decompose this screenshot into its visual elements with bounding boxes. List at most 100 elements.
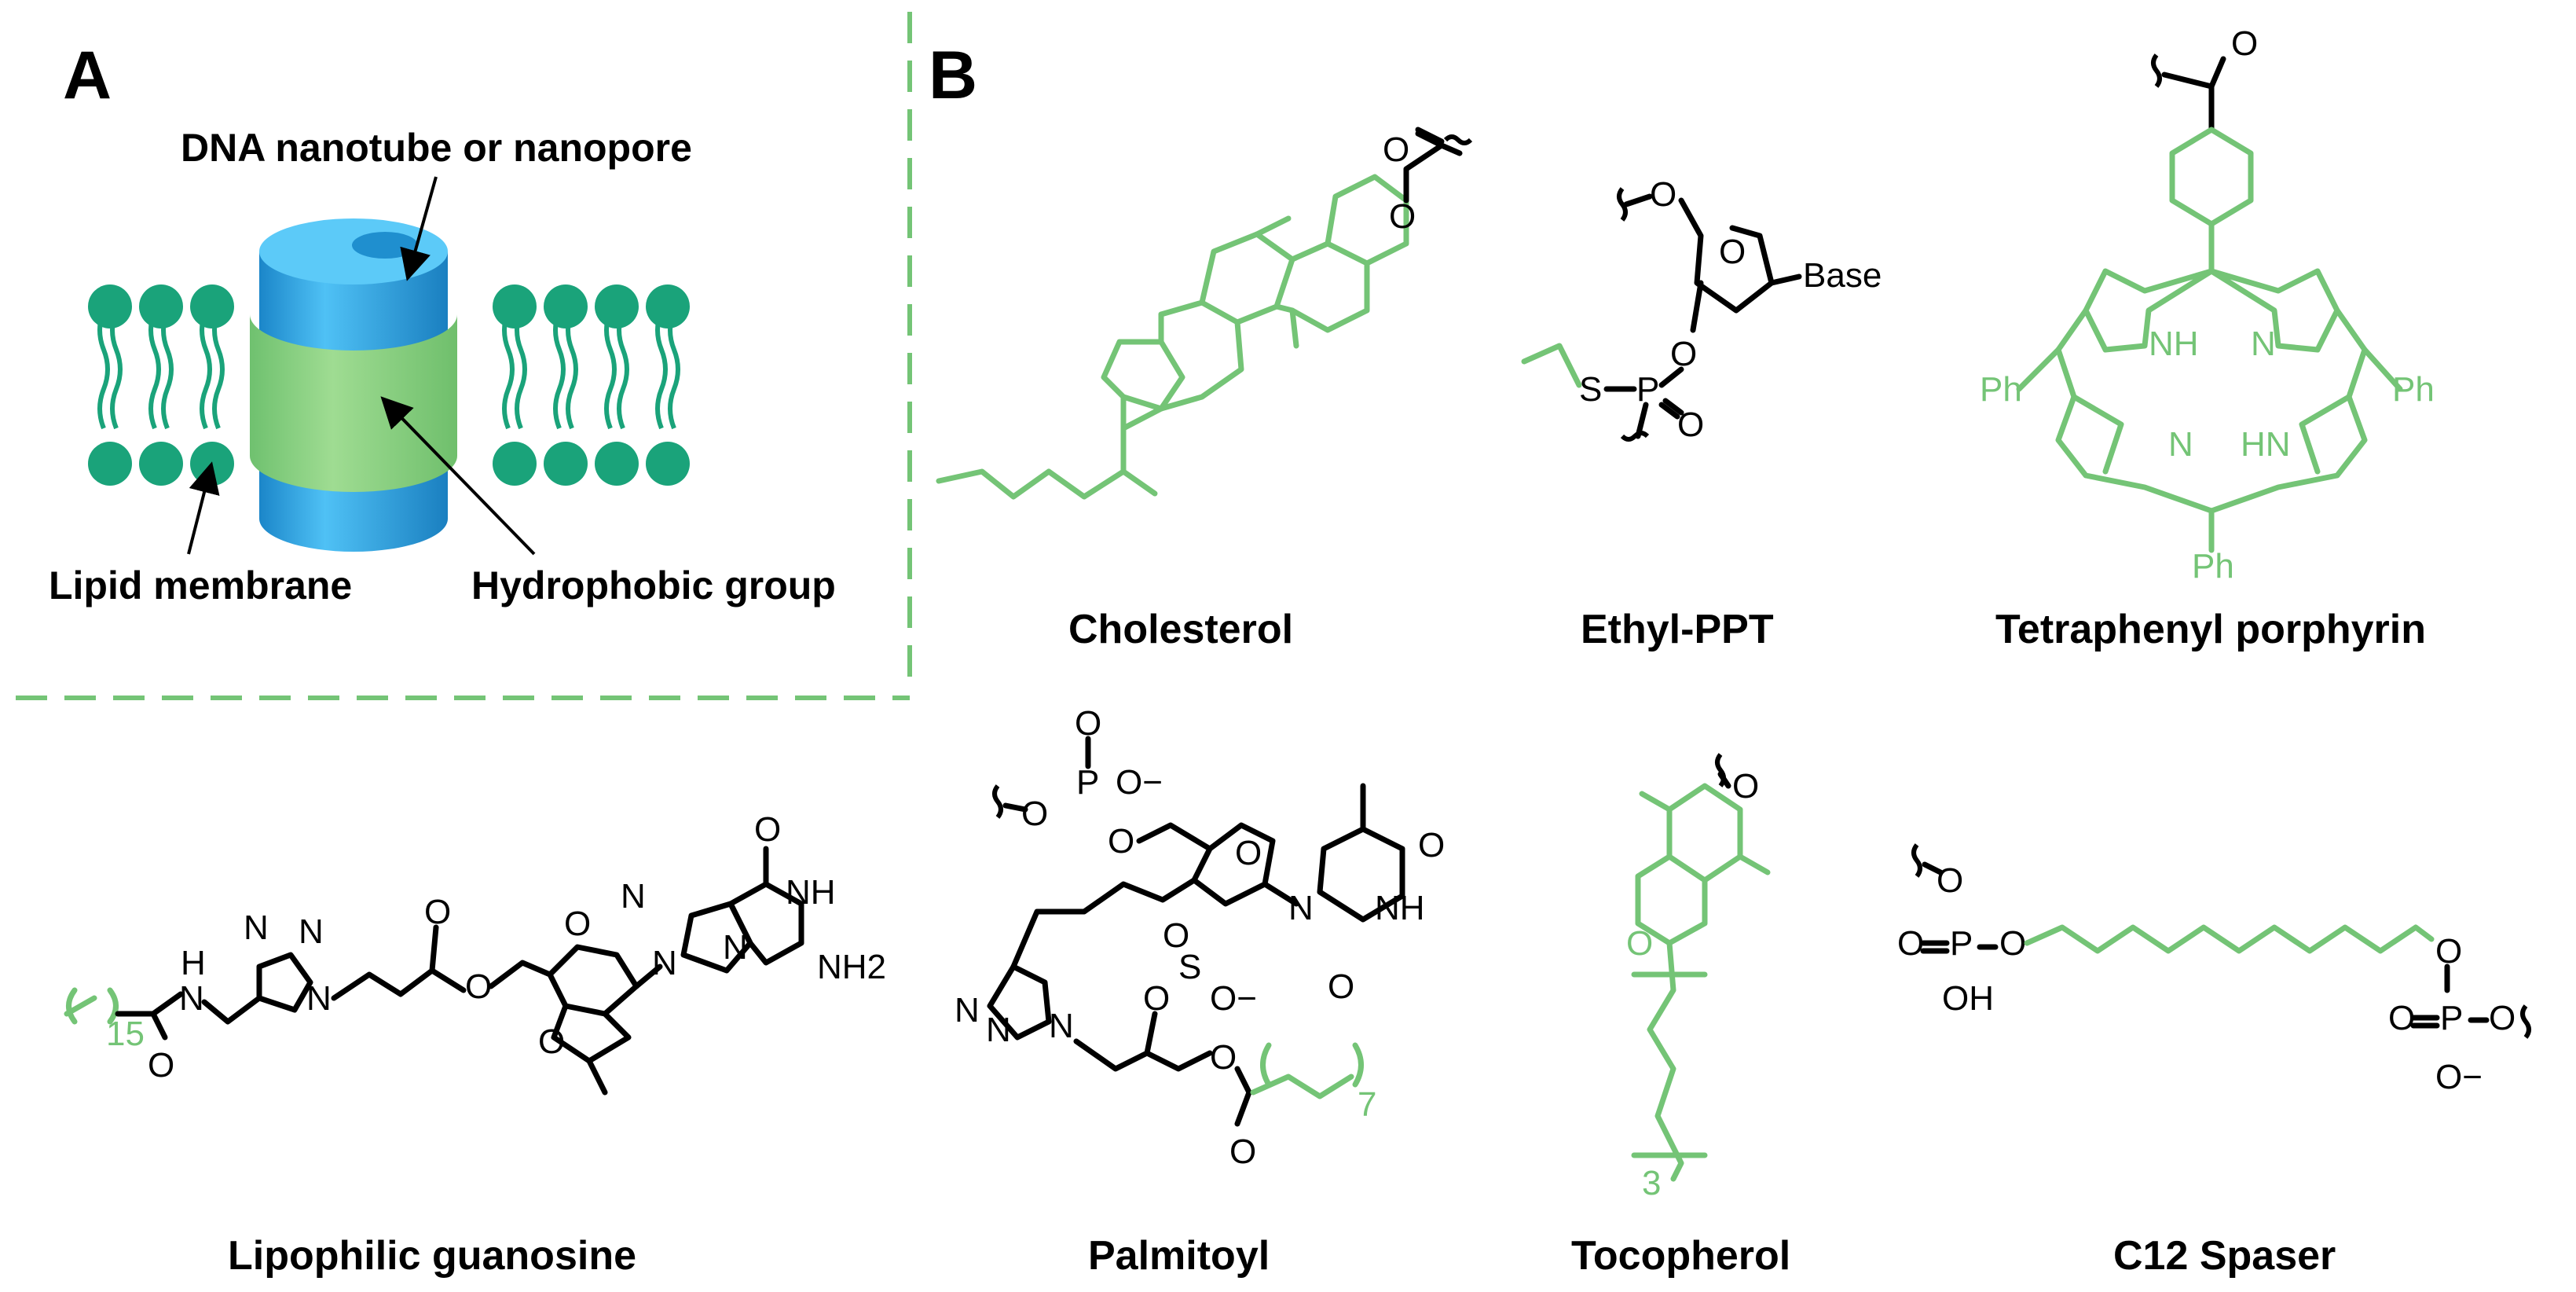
lipid-molecule — [493, 284, 537, 486]
label-hydrophobic-group: Hydrophobic group — [471, 563, 836, 607]
caption-cholesterol: Cholesterol — [1068, 607, 1293, 652]
atom-N: N — [1049, 1007, 1074, 1045]
caption-tocopherol: Tocopherol — [1571, 1233, 1790, 1279]
atom-Ph: Ph — [1980, 370, 2022, 409]
atom-Ph: Ph — [2392, 370, 2435, 409]
atom-N: N — [306, 979, 332, 1018]
molecule-tocopherol: O O 3 Tocopherol — [1571, 753, 1790, 1279]
atom-O: O — [2435, 932, 2462, 971]
atom-NH: NH — [2149, 325, 2199, 363]
arrow-nanotube — [400, 176, 438, 281]
atom-N: N — [244, 908, 269, 947]
lipid-head — [88, 284, 132, 329]
atom-HN: HN — [2241, 425, 2291, 464]
atom-NH: NH — [1375, 889, 1425, 927]
molecule-tetraphenyl-porphyrin: O NH N N HN Ph Ph Ph Tetraphenyl porphyr… — [1980, 24, 2435, 652]
atom-O: O — [1732, 767, 1759, 806]
atom-O: O — [1383, 130, 1409, 169]
caption-c12-spaser: C12 Spaser — [2113, 1233, 2336, 1279]
atom-N: N — [2251, 325, 2276, 363]
molecule-ethyl-ppt: O O Base O S P O Ethyl-PPT — [1521, 175, 1882, 652]
atom-O: O — [2489, 999, 2516, 1037]
atom-N: N — [723, 928, 748, 967]
molecule-lipophilic-guanosine: 15 O H N N N N O O O O N O N N — [64, 810, 886, 1279]
atom-O: O — [754, 810, 781, 849]
lipid-head — [139, 442, 183, 486]
lipid-membrane — [88, 284, 690, 486]
label-nanotube: DNA nanotube or nanopore — [181, 126, 692, 170]
arrow-hydrophobic — [380, 396, 536, 556]
atom-H: H — [181, 944, 206, 982]
caption-lipophilic-guanosine: Lipophilic guanosine — [228, 1233, 636, 1279]
atom-O: O — [1229, 1132, 1256, 1171]
atom-O: O — [1021, 795, 1048, 833]
lipid-head — [595, 284, 639, 329]
molecule-c12-spaser: O O P O OH O O P O O− C12 Spaser — [1897, 843, 2531, 1279]
atom-Ph: Ph — [2192, 547, 2234, 585]
lipid-head — [646, 284, 690, 329]
atom-O: O — [1999, 924, 2026, 963]
panel-a: A DNA nanotube or nanopore Lipid membran… — [16, 12, 912, 700]
lipid-head — [139, 284, 183, 329]
lipid-head — [544, 284, 588, 329]
atom-NH: NH — [786, 873, 836, 912]
atom-OH: OH — [1942, 979, 1994, 1018]
panel-letter-a: A — [63, 38, 112, 113]
atom-S: S — [1579, 370, 1602, 409]
caption-palmitoyl: Palmitoyl — [1088, 1233, 1270, 1279]
atom-N: N — [955, 991, 980, 1030]
atom-O: O — [1108, 822, 1134, 861]
atom-base: Base — [1803, 256, 1882, 295]
atom-O: O — [424, 893, 451, 931]
lipid-molecule — [595, 284, 639, 486]
dna-nanotube — [250, 218, 457, 552]
atom-N: N — [986, 1011, 1011, 1049]
atom-O: O — [1897, 924, 1924, 963]
panel-b: B O O Cholesterol O — [64, 24, 2531, 1279]
lipid-head — [595, 442, 639, 486]
caption-tetraphenyl-porphyrin: Tetraphenyl porphyrin — [1995, 607, 2426, 652]
atom-O: O — [1328, 967, 1354, 1006]
atom-O: O — [1418, 826, 1445, 864]
atom-15: 15 — [106, 1015, 145, 1053]
atom-O: O — [2231, 24, 2258, 63]
atom-O: O — [538, 1022, 565, 1061]
atom-O-minus: O− — [1210, 979, 1257, 1018]
lipid-molecule — [190, 284, 234, 486]
atom-O: O — [1143, 979, 1170, 1018]
arrow-membrane — [187, 461, 220, 555]
atom-N: N — [1288, 889, 1314, 927]
atom-O: O — [1670, 335, 1697, 373]
atom-S: S — [1178, 948, 1201, 986]
atom-O: O — [1075, 704, 1101, 743]
lipid-head — [190, 442, 234, 486]
atom-7: 7 — [1358, 1085, 1376, 1124]
atom-O: O — [465, 967, 492, 1006]
atom-N: N — [621, 877, 646, 916]
atom-3: 3 — [1642, 1164, 1661, 1202]
atom-N: N — [652, 944, 677, 982]
atom-O: O — [1626, 924, 1653, 963]
lipid-molecule — [88, 284, 132, 486]
lipid-head — [190, 284, 234, 329]
atom-P: P — [1636, 370, 1659, 409]
molecule-cholesterol: O O Cholesterol — [936, 127, 1473, 652]
atom-O: O — [148, 1046, 174, 1085]
atom-O: O — [1677, 406, 1704, 444]
lipid-molecule — [544, 284, 588, 486]
caption-ethyl-ppt: Ethyl-PPT — [1581, 607, 1774, 652]
molecule-palmitoyl: O P O O− O O N O NH O N N N O S O− O — [955, 704, 1445, 1279]
atom-O: O — [2388, 999, 2415, 1037]
atom-O: O — [1389, 197, 1416, 236]
panel-letter-b: B — [929, 38, 977, 113]
atom-N: N — [179, 979, 204, 1018]
label-lipid-membrane: Lipid membrane — [49, 563, 352, 607]
atom-O: O — [1650, 175, 1676, 214]
atom-O: O — [564, 905, 591, 943]
lipid-head — [493, 442, 537, 486]
lipid-head — [88, 442, 132, 486]
atom-P: P — [2440, 999, 2463, 1037]
hydrophobic-band — [250, 314, 457, 492]
atom-O: O — [1210, 1038, 1237, 1077]
